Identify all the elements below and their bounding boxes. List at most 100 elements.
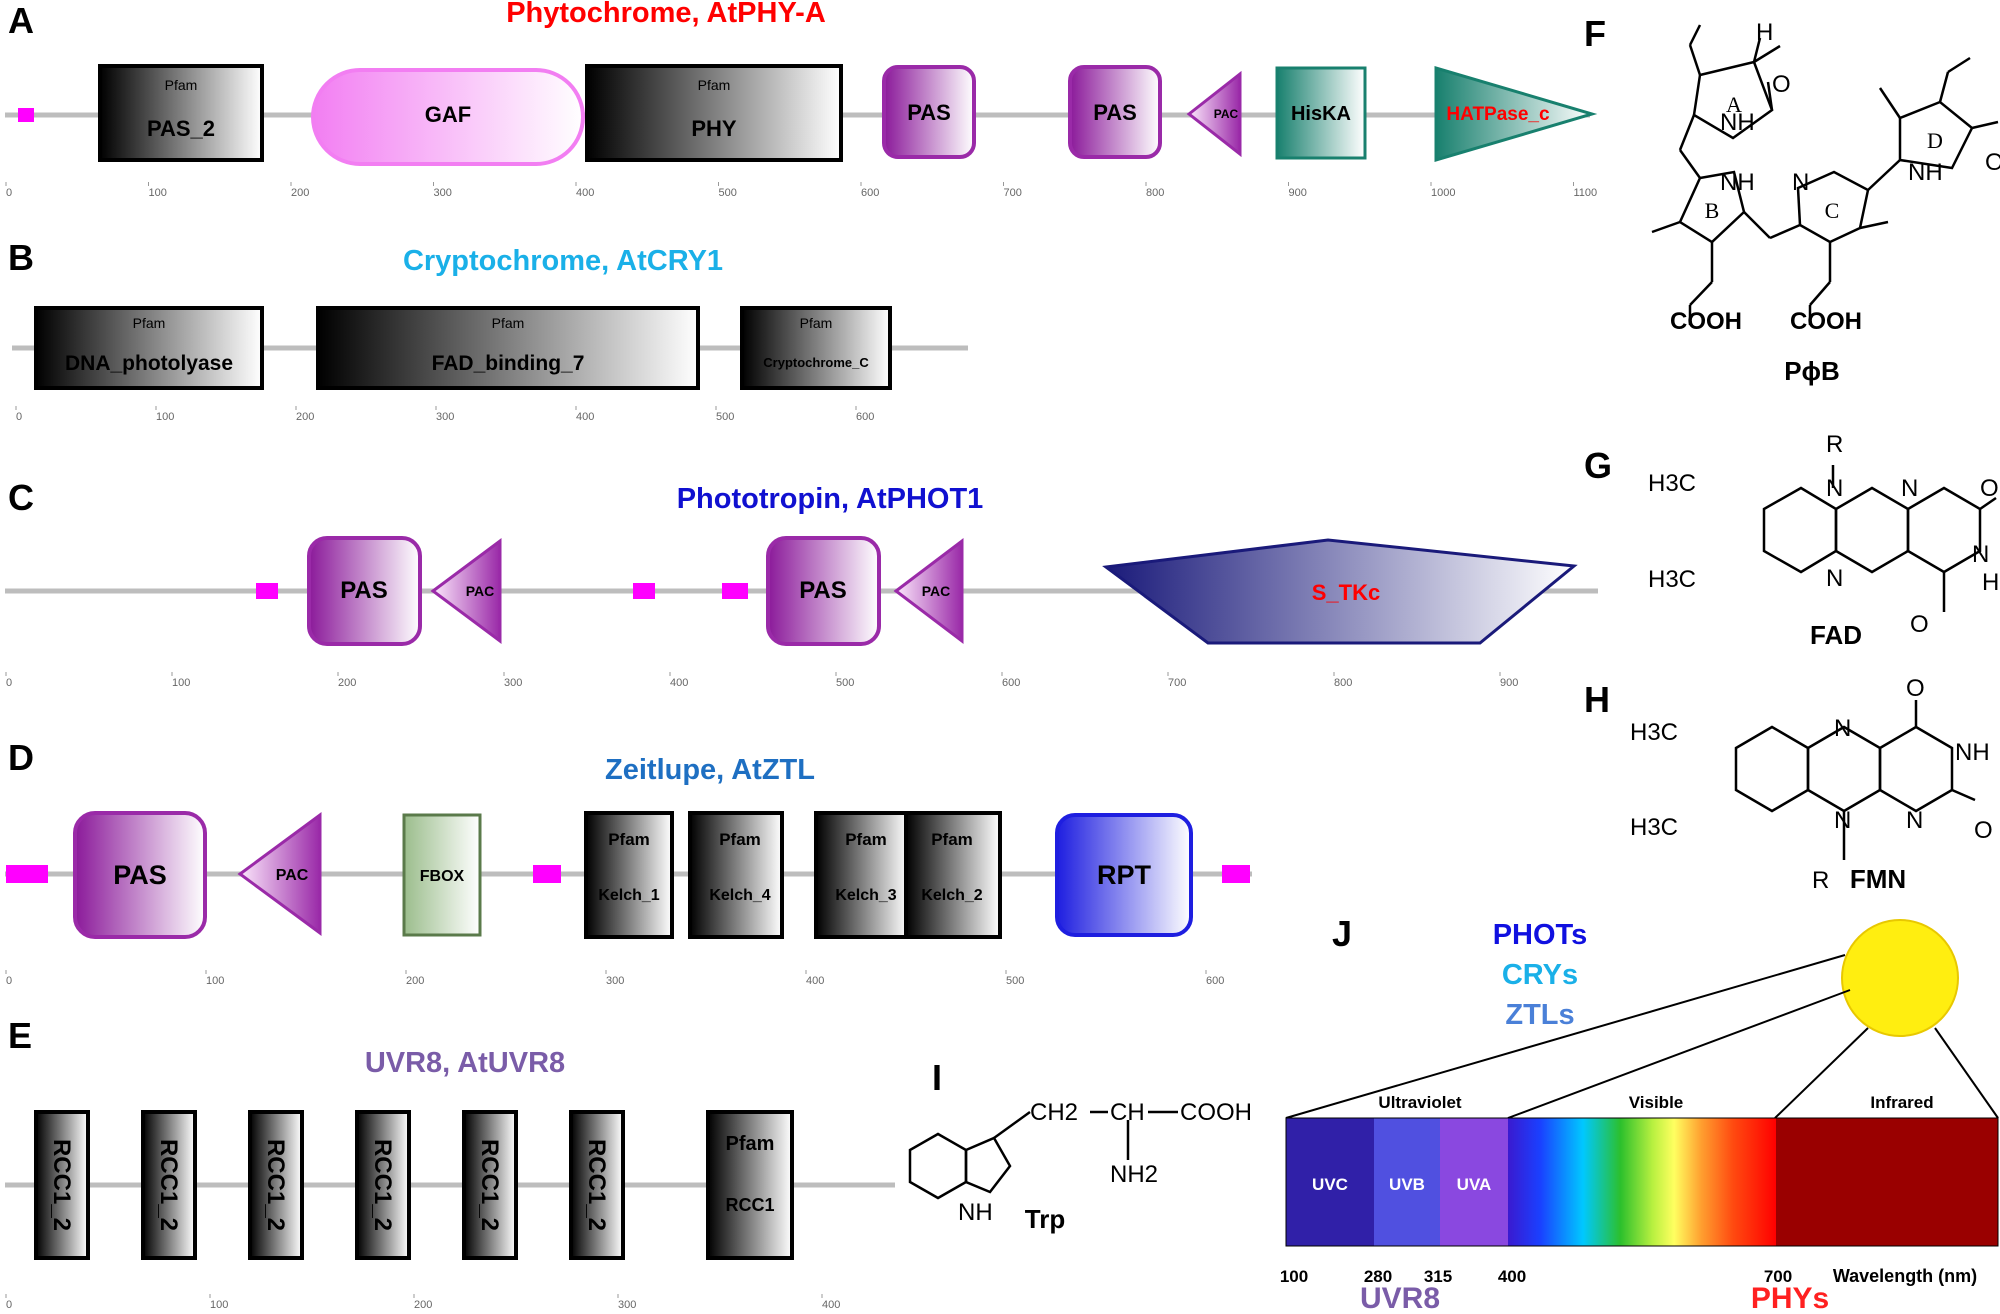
domain-s-tkc: S_TKc: [1102, 538, 1578, 645]
axis-tick-label: 0: [6, 975, 12, 987]
domain-pas-2: PAS: [766, 536, 881, 646]
axis-tick-label: 700: [1004, 187, 1022, 199]
svg-text:PAC: PAC: [466, 583, 495, 599]
axis-tick-label: 500: [836, 677, 854, 689]
domain-pac: PAC: [237, 812, 322, 936]
domain-pas: PAS: [73, 811, 207, 939]
axis-tick-label: 400: [806, 975, 824, 987]
domain-gaf: GAF: [311, 68, 585, 166]
fmn-n-3: N: [1906, 807, 1923, 834]
axis-tick-label: 0: [16, 411, 22, 423]
axis-tick-label: 400: [670, 677, 688, 689]
fad-r: R: [1826, 431, 1843, 458]
title-uvr8: UVR8, AtUVR8: [365, 1047, 565, 1079]
panel-label-h: H: [1584, 679, 1610, 720]
svg-text:PAS: PAS: [907, 100, 951, 125]
svg-text:Cryptochrome_C: Cryptochrome_C: [763, 355, 869, 370]
svg-text:Pfam: Pfam: [133, 315, 166, 331]
fad-h: H: [1982, 569, 1999, 596]
domain-rcc1: Pfam RCC1: [706, 1110, 794, 1260]
axis-tick-label: 200: [338, 677, 356, 689]
svg-text:Kelch_4: Kelch_4: [709, 887, 770, 904]
svg-text:DNA_photolyase: DNA_photolyase: [65, 352, 233, 375]
domain-rpt: RPT: [1055, 813, 1193, 937]
band-uva: UVA: [1457, 1175, 1492, 1194]
fmn-n-2: N: [1834, 807, 1851, 834]
fad-n-3: N: [1901, 475, 1918, 502]
svg-text:PAS: PAS: [340, 577, 388, 604]
svg-text:RCC1_2: RCC1_2: [155, 1139, 182, 1231]
axis-tick-label: 0: [6, 1299, 12, 1311]
axis-tick-label: 300: [436, 411, 454, 423]
trp-cooh: COOH: [1180, 1099, 1252, 1126]
axis-tick-label: 700: [1168, 677, 1186, 689]
ring-label-a: A: [1726, 92, 1742, 117]
svg-text:HATPase_c: HATPase_c: [1446, 104, 1550, 125]
panel-label-g: G: [1584, 445, 1612, 486]
tick-400: 400: [1498, 1267, 1526, 1286]
fmn-nh: NH: [1955, 739, 1990, 766]
axis-tick-label: 0: [6, 187, 12, 199]
tick-700: 700: [1764, 1267, 1792, 1286]
svg-text:Pfam: Pfam: [165, 77, 198, 93]
axis-tick-label: 600: [1002, 677, 1020, 689]
label-phots: PHOTs: [1493, 919, 1588, 951]
domain-pas-1: PAS: [882, 65, 976, 159]
axis-tick-label: 200: [296, 411, 314, 423]
ring-label-d: D: [1927, 128, 1943, 153]
axis-tick-label: 300: [434, 187, 452, 199]
motif-marker: [722, 583, 748, 599]
axis-tick-label: 1000: [1431, 187, 1455, 199]
axis-tick-label: 400: [576, 187, 594, 199]
axis-tick-label: 200: [291, 187, 309, 199]
trp-ch: CH: [1110, 1099, 1145, 1126]
svg-text:PAC: PAC: [1214, 107, 1239, 121]
domain-kelch-2: Pfam Kelch_2: [904, 811, 1002, 939]
axis-tick-label: 0: [6, 677, 12, 689]
fad-h3c-1: H3C: [1648, 470, 1696, 497]
svg-text:FBOX: FBOX: [420, 868, 465, 885]
fmn-o-1: O: [1906, 675, 1925, 702]
svg-text:PAS: PAS: [1093, 100, 1137, 125]
svg-text:PAC: PAC: [276, 867, 309, 884]
tick-315: 315: [1424, 1267, 1452, 1286]
motif-marker: [633, 583, 655, 599]
fad-n-2: N: [1826, 565, 1843, 592]
sun-rays: [1285, 954, 1999, 1119]
fad-o-1: O: [1980, 475, 1999, 502]
axis-tick-label: 100: [206, 975, 224, 987]
axis-tick-label: 100: [156, 411, 174, 423]
panel-label-e: E: [8, 1015, 32, 1056]
tick-100: 100: [1280, 1267, 1308, 1286]
fad-name: FAD: [1810, 620, 1862, 650]
fad-o-2: O: [1910, 611, 1929, 638]
fad-n-1: N: [1826, 475, 1843, 502]
label-phys: PHYs: [1751, 1282, 1829, 1314]
domain-phy: Pfam PHY: [585, 64, 843, 162]
domain-kelch-1: Pfam Kelch_1: [584, 811, 674, 939]
svg-text:Pfam: Pfam: [931, 830, 973, 849]
svg-text:RCC1: RCC1: [725, 1195, 774, 1215]
sun-icon: [1841, 919, 1959, 1037]
panel-label-f: F: [1584, 13, 1606, 54]
axis-tick-label: 800: [1334, 677, 1352, 689]
fmn-r: R: [1812, 867, 1829, 894]
domain-dna-photolyase: Pfam DNA_photolyase: [34, 306, 264, 390]
motif-marker: [6, 865, 48, 883]
axis-tick-label: 600: [1206, 975, 1224, 987]
pfb-h: H: [1756, 19, 1773, 46]
axis-tick-label: 200: [406, 975, 424, 987]
svg-text:PAS: PAS: [113, 860, 167, 890]
svg-text:Kelch_3: Kelch_3: [835, 887, 896, 904]
title-zeitlupe: Zeitlupe, AtZTL: [605, 754, 815, 786]
fmn-structure: [1734, 700, 1976, 860]
fad-n-4: N: [1972, 541, 1989, 568]
phytochromobilin-structure: [1651, 24, 1999, 325]
svg-text:Pfam: Pfam: [608, 830, 650, 849]
band-uvc: UVC: [1312, 1175, 1348, 1194]
pfb-cooh-1: COOH: [1670, 308, 1742, 335]
axis-tick-label: 900: [1289, 187, 1307, 199]
axis-tick-label: 900: [1500, 677, 1518, 689]
